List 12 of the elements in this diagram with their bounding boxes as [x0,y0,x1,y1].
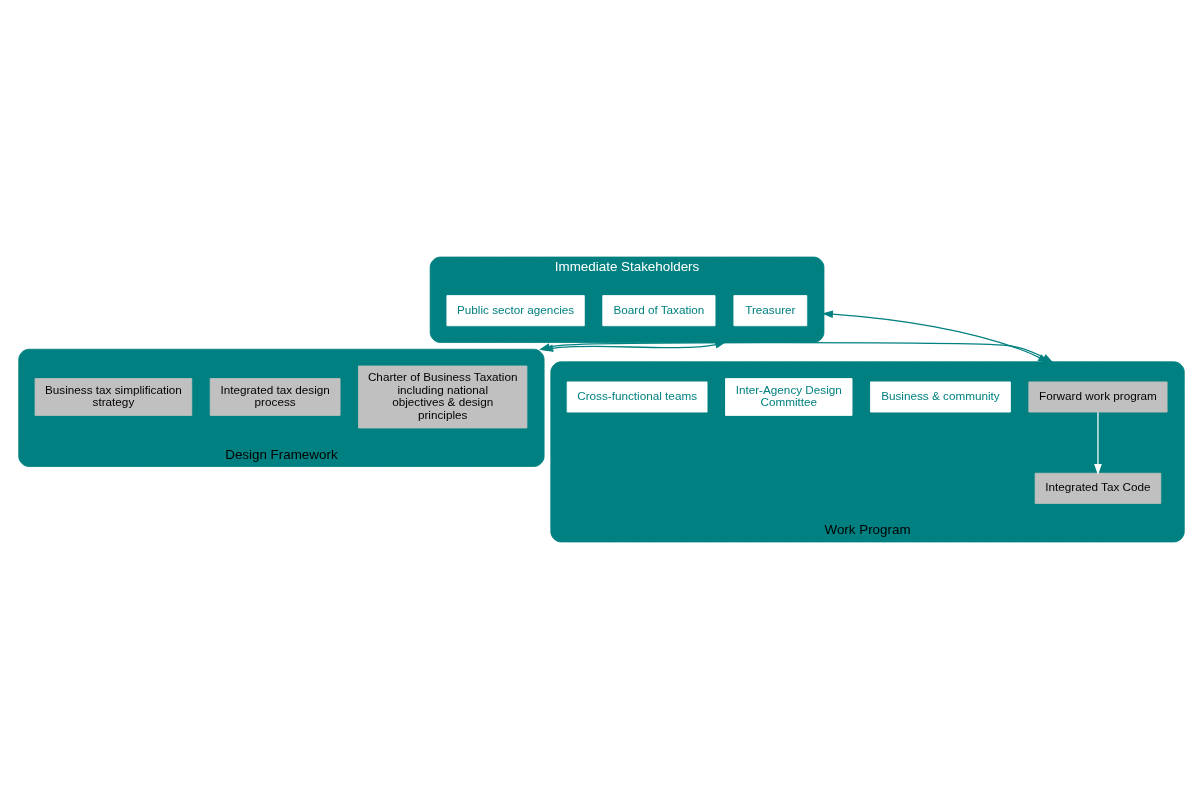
arrow [1094,411,1102,475]
node-box: Board of Taxation [602,295,716,327]
node-box: Charter of Business Taxation including national objectives & design principles [358,365,528,429]
node-box: Treasurer [733,295,808,327]
node-box: Integrated Tax Code [1034,472,1162,504]
node-box: Cross-functional teams [566,381,708,413]
node-box: Public sector agencies [446,295,585,327]
node-box: Inter-Agency Design Committee [725,378,853,416]
node-box: Integrated tax design process [209,378,341,416]
node-box: Business tax simplification strategy [34,378,193,416]
node-box: Business & community [870,381,1011,413]
node-box: Forward work program [1028,381,1168,413]
